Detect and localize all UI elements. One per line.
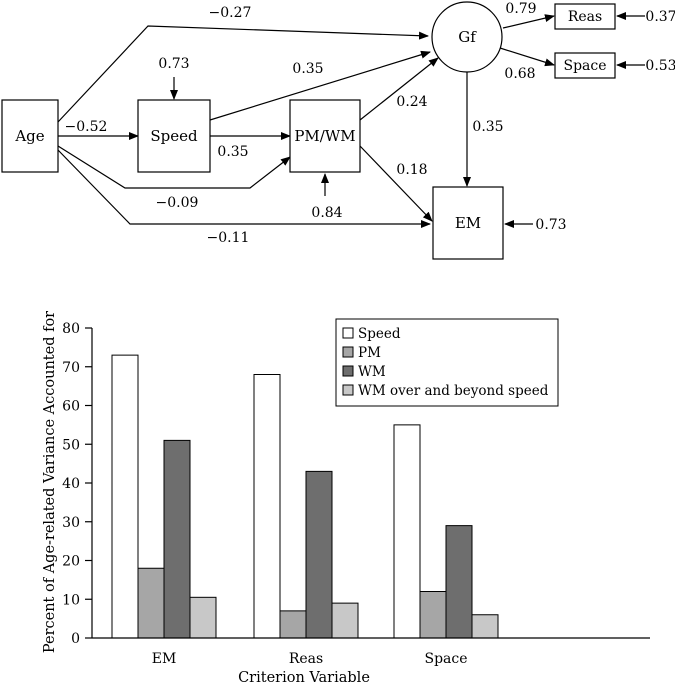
- x-tick-label: EM: [152, 651, 177, 667]
- diagram-arrows: [57, 12, 645, 228]
- legend-label: Speed: [358, 326, 401, 342]
- legend-frame: [335, 318, 559, 407]
- y-tick-label: 60: [62, 399, 80, 415]
- diagram-nodes: [1, 1, 616, 260]
- legend-swatch: [342, 384, 354, 396]
- x-tick-label: Space: [424, 651, 467, 667]
- node-reas-box: [554, 3, 616, 30]
- coef-age-gf: −0.27: [209, 5, 252, 21]
- y-tick-label: 0: [71, 631, 80, 647]
- node-age-box: [1, 99, 59, 173]
- y-tick-label: 50: [62, 437, 80, 453]
- coef-pmwm-gf: 0.24: [396, 94, 427, 110]
- node-pmwm-box: [289, 99, 361, 173]
- y-tick-label: 30: [62, 515, 80, 531]
- arrow-age-pmwm: [57, 145, 291, 189]
- bar-em-speed: [111, 354, 139, 639]
- node-space-label: Space: [563, 58, 606, 74]
- x-tick-label: Reas: [289, 651, 323, 667]
- node-em-label: EM: [455, 214, 481, 232]
- arrow-pmwm-gf: [359, 57, 439, 121]
- coef-age-speed: −0.52: [65, 119, 108, 135]
- arrow-pmwm-em: [359, 145, 433, 222]
- x-axis-title: Criterion Variable: [238, 670, 370, 686]
- bar-reas-speed: [253, 374, 281, 639]
- y-axis-title: Percent of Age-related Variance Accounte…: [42, 311, 58, 653]
- coef-speed-pmwm: 0.35: [217, 144, 248, 160]
- arrow-speed-gf: [209, 50, 431, 121]
- x-tick-labels: EM Reas Space: [152, 651, 468, 667]
- coef-age-pmwm: −0.09: [156, 195, 199, 211]
- node-reas-label: Reas: [568, 9, 602, 25]
- coef-resid-em: 0.73: [535, 217, 566, 233]
- coef-gf-reas: 0.79: [505, 1, 536, 17]
- legend-label: PM: [358, 345, 381, 361]
- arrow-gf-space: [499, 47, 555, 67]
- coef-age-em: −0.11: [207, 230, 250, 246]
- bar-em-wm-over-and-beyond-speed: [189, 596, 217, 639]
- y-tick-label: 20: [62, 554, 80, 570]
- coef-pmwm-em: 0.18: [396, 162, 427, 178]
- coef-resid-pmwm: 0.84: [311, 205, 342, 221]
- coef-gf-em: 0.35: [472, 119, 503, 135]
- legend-swatch: [342, 346, 354, 358]
- node-em-box: [432, 186, 504, 260]
- coef-speed-gf: 0.35: [292, 61, 323, 77]
- coef-resid-space: 0.53: [645, 58, 675, 74]
- bar-chart: 0 10 20 30 40 50 60 70 80 EM Reas Space Criterion …: [42, 311, 650, 686]
- coef-gf-space: 0.68: [504, 66, 535, 82]
- y-tick-label: 10: [62, 592, 80, 608]
- legend-swatch: [342, 365, 354, 377]
- path-diagram: Age Speed PM/WM Gf EM Reas Space −0.27 −…: [1, 1, 675, 260]
- coef-resid-speed: 0.73: [158, 56, 189, 72]
- node-speed-box: [137, 99, 211, 173]
- node-space-box: [554, 52, 616, 79]
- bar-reas-wm-over-and-beyond-speed: [331, 602, 359, 639]
- arrow-age-em: [57, 149, 431, 228]
- bar-em-pm: [137, 567, 165, 639]
- y-tick-label: 70: [62, 360, 80, 376]
- legend-label: WM: [358, 364, 386, 380]
- bar-reas-wm: [305, 470, 333, 639]
- legend-swatch: [342, 327, 354, 339]
- y-tick-label: 80: [62, 321, 80, 337]
- y-tick-label: 40: [62, 476, 80, 492]
- node-gf-label: Gf: [458, 28, 477, 46]
- node-gf-circle: [431, 1, 503, 73]
- bar-reas-pm: [279, 610, 307, 639]
- arrow-age-gf: [57, 25, 429, 123]
- bar-em-wm: [163, 439, 191, 639]
- ticks-layer: 0 10 20 30 40 50 60 70 80: [62, 321, 92, 647]
- legend-label: WM over and beyond speed: [358, 383, 549, 399]
- bar-space-speed: [393, 424, 421, 639]
- bar-space-wm-over-and-beyond-speed: [471, 614, 499, 639]
- node-pmwm-label: PM/WM: [294, 127, 355, 145]
- arrow-gf-reas: [502, 14, 555, 29]
- bar-space-pm: [419, 591, 447, 639]
- coef-resid-reas: 0.37: [645, 9, 675, 25]
- node-speed-label: Speed: [150, 127, 198, 145]
- bar-space-wm: [445, 525, 473, 639]
- node-age-label: Age: [14, 127, 44, 145]
- bars-layer: [111, 354, 499, 639]
